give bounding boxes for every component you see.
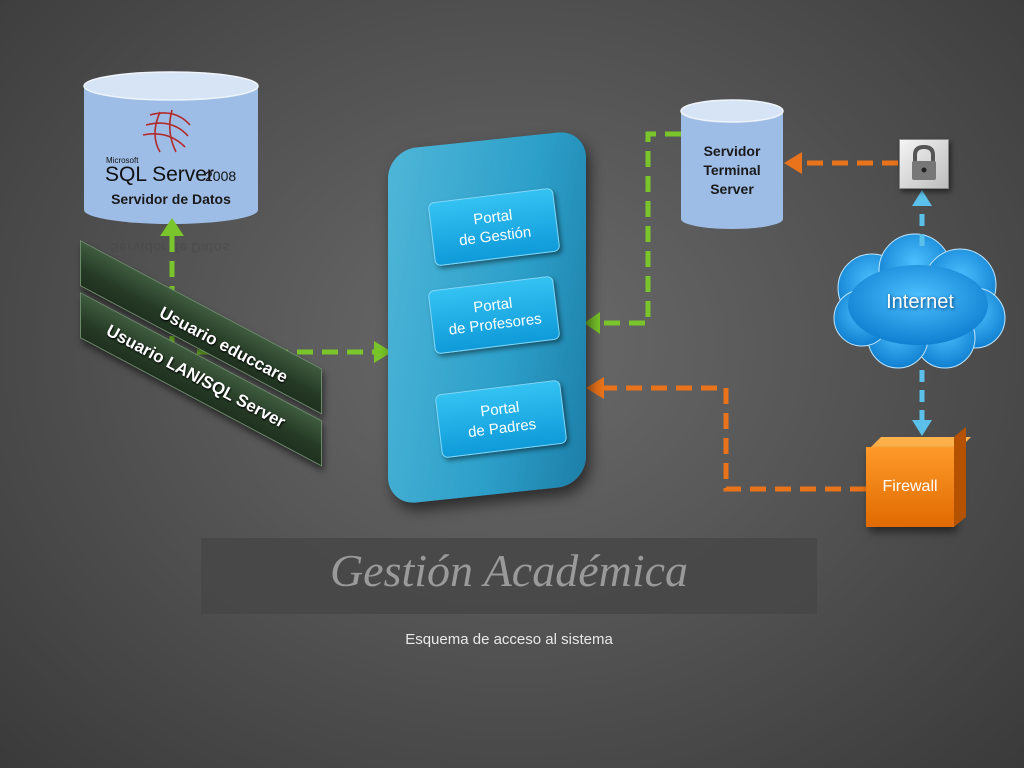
arrow-terminal-to-portal <box>592 131 681 326</box>
arrow-firewall-to-portal <box>598 385 866 492</box>
portal-padres-line2: de Padres <box>467 415 538 442</box>
padlock-icon <box>899 139 949 189</box>
terminal-server-line3: Server <box>710 181 754 197</box>
firewall-side-face <box>954 426 966 527</box>
database-label: Servidor de Datos <box>111 191 231 207</box>
sql-brand-small: Microsoft <box>106 156 139 165</box>
terminal-server-label: Servidor Terminal Server <box>681 142 783 199</box>
sql-server-logo-icon <box>142 109 191 153</box>
terminal-server-line2: Terminal <box>703 162 761 178</box>
page-subtitle: Esquema de acceso al sistema <box>405 631 613 648</box>
firewall-label: Firewall <box>882 478 938 495</box>
firewall-box <box>866 447 954 527</box>
orange-arrowheads <box>586 152 802 399</box>
portal-gestion-line2: de Gestión <box>458 223 533 250</box>
green-arrowheads <box>160 218 600 363</box>
padlock-glyph-icon <box>912 144 936 180</box>
sql-brand-main: SQL Server <box>105 163 214 186</box>
sql-brand-version: 2008 <box>205 168 237 184</box>
terminal-server-cylinder <box>680 99 784 229</box>
terminal-server-line1: Servidor <box>703 143 761 159</box>
page-title: Gestión Académica <box>329 545 689 596</box>
sql-database-cylinder <box>83 71 259 224</box>
blue-arrowheads <box>912 190 932 436</box>
portal-profesores-line2: de Profesores <box>447 310 543 339</box>
internet-label: Internet <box>886 291 954 313</box>
title-bar <box>201 538 817 614</box>
orange-arrows <box>598 160 898 492</box>
internet-cloud <box>833 233 1006 369</box>
